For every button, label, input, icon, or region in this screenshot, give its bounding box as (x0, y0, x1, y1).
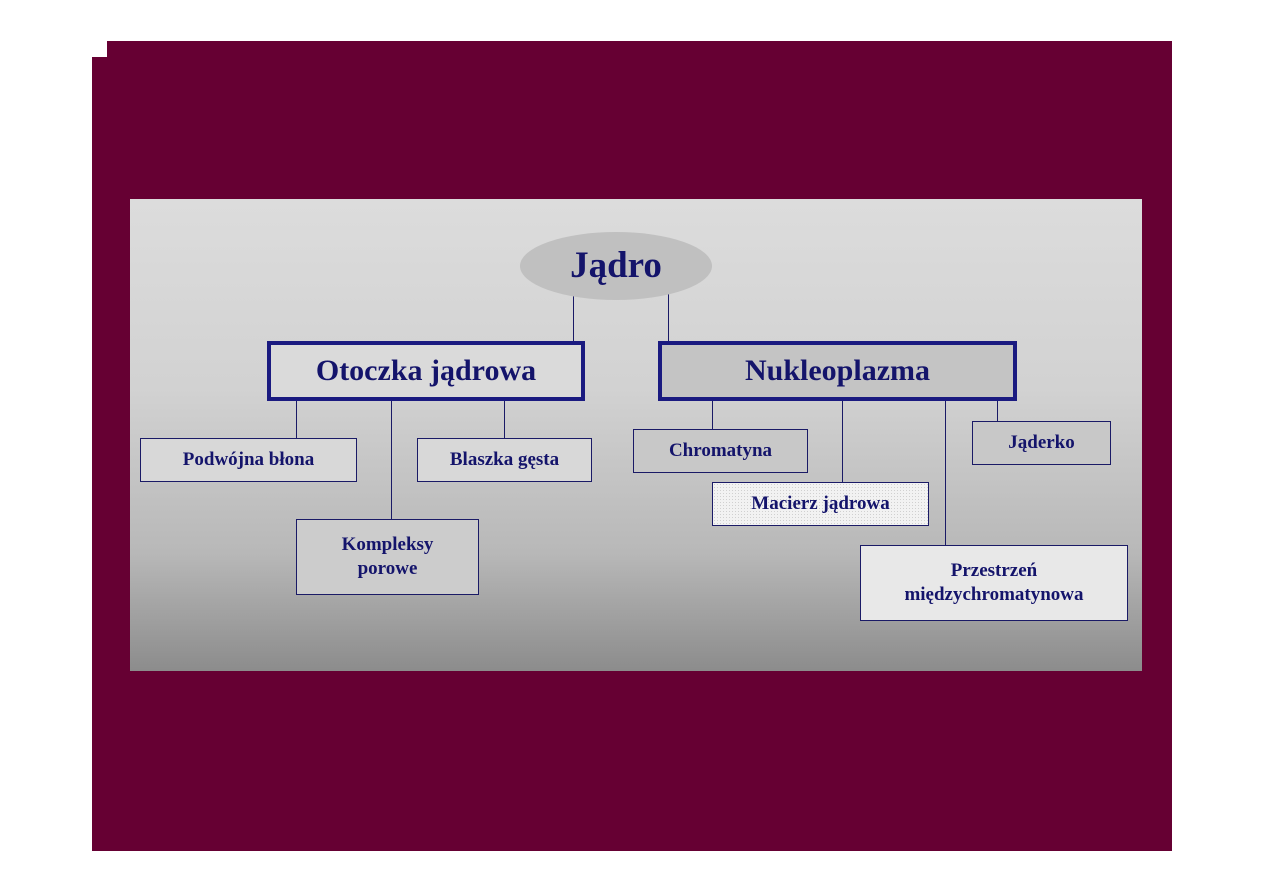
node-label: Blaszka gęsta (449, 449, 560, 471)
node-podwojna-blona: Podwójna błona (140, 438, 357, 482)
root-label: Jądro (570, 244, 662, 286)
node-macierz-jadrowa: Macierz jądrowa (712, 482, 929, 526)
node-label: Podwójna błona (182, 449, 315, 471)
node-label: Macierz jądrowa (751, 493, 890, 515)
connector-chromatyna (712, 400, 713, 430)
branch-otoczka-jadrowa: Otoczka jądrowa (267, 341, 585, 401)
branch-nukleoplazma: Nukleoplazma (658, 341, 1017, 401)
node-kompleksy-porowe: Kompleksy porowe (296, 519, 479, 595)
connector-root-otoczka (573, 296, 574, 344)
branch-label: Otoczka jądrowa (315, 354, 537, 388)
connector-blaszka-gesta (504, 401, 505, 438)
connector-macierz-jadrowa (842, 400, 843, 482)
node-przestrzen-miedzychromatynowa: Przestrzeń międzychromatynowa (860, 545, 1128, 621)
connector-kompleksy-porowe (391, 401, 392, 519)
branch-label: Nukleoplazma (744, 354, 930, 388)
node-chromatyna: Chromatyna (633, 429, 808, 473)
connector-podwojna-blona (296, 401, 297, 438)
node-blaszka-gesta: Blaszka gęsta (417, 438, 592, 482)
connector-przestrzen (945, 400, 946, 545)
node-jaderko: Jąderko (972, 421, 1111, 465)
connector-root-nukleoplazma (668, 292, 669, 344)
connector-jaderko (997, 400, 998, 422)
slide-corner-notch (92, 41, 107, 57)
node-label: Chromatyna (668, 440, 773, 462)
node-label: Przestrzeń międzychromatynowa (904, 560, 1084, 605)
root-node-jadro: Jądro (520, 232, 712, 300)
node-label: Kompleksy porowe (341, 534, 434, 579)
node-label: Jąderko (1008, 432, 1075, 454)
